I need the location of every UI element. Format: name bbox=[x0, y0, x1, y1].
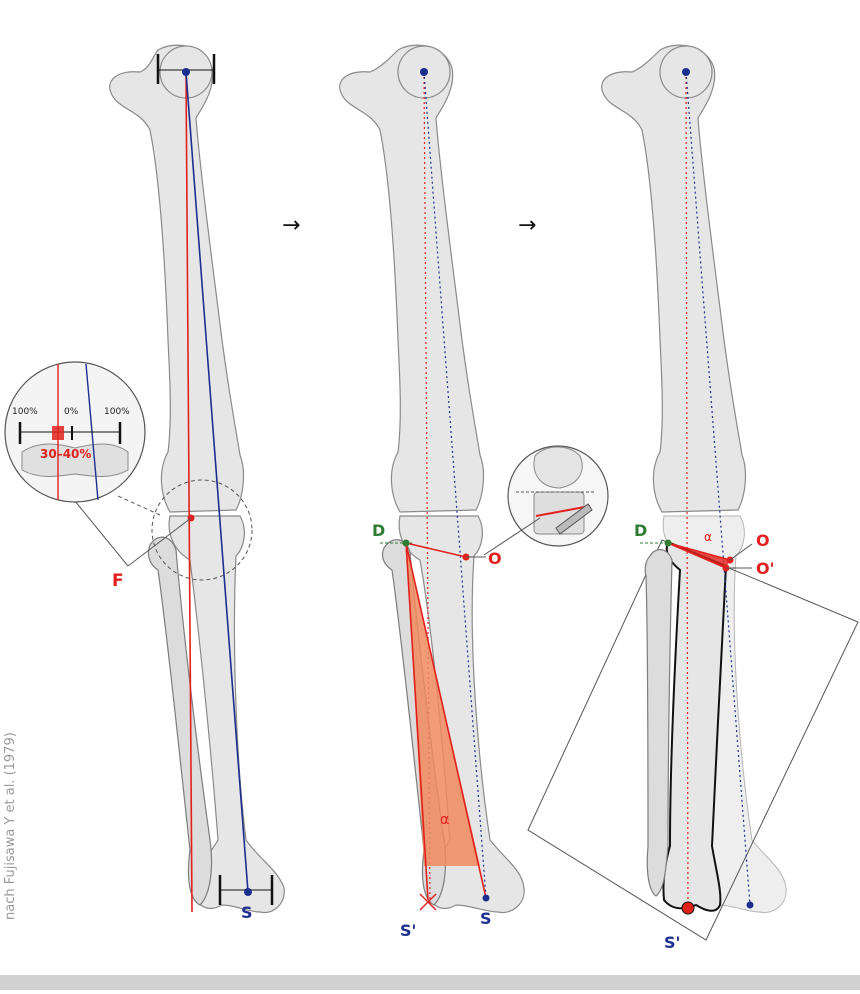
panel-3-corrected-alignment: D α O O' S' bbox=[527, 44, 859, 952]
osteotomy-line-O-prime bbox=[667, 542, 727, 569]
label-alpha-3: α bbox=[704, 530, 712, 544]
fibula-1 bbox=[147, 536, 213, 906]
label-O-2: O bbox=[488, 549, 502, 568]
inset-right-pct: 100% bbox=[104, 407, 130, 417]
label-D-3: D bbox=[634, 521, 647, 540]
mechanical-axis-line bbox=[185, 71, 249, 893]
leader-F-inset bbox=[69, 494, 129, 567]
panel-2-osteotomy-planning: D O α S' S bbox=[339, 44, 609, 940]
inset-2-connector bbox=[483, 517, 541, 556]
inset-2-cut-line bbox=[535, 505, 591, 517]
ankle-point-S-prime-3 bbox=[681, 901, 695, 915]
label-S-prime-3: S' bbox=[664, 933, 680, 952]
label-F: F bbox=[112, 571, 124, 591]
bottom-strip bbox=[0, 975, 860, 990]
hinge-point-D-3 bbox=[664, 539, 672, 547]
inset-left-pct: 100% bbox=[12, 407, 38, 417]
rotation-frame bbox=[527, 539, 859, 941]
osteotomy-line-O bbox=[667, 542, 731, 561]
inset-range-box bbox=[52, 426, 64, 440]
s-prime-cross-b bbox=[419, 893, 437, 911]
hip-center-point-1 bbox=[182, 68, 190, 76]
inset-2-saw-blade bbox=[555, 503, 593, 535]
tibia-3-corrected bbox=[662, 540, 728, 912]
hinge-point-D bbox=[402, 539, 410, 547]
osteotomy-line-2 bbox=[405, 542, 467, 558]
ankle-point-S-1 bbox=[244, 888, 252, 896]
label-S-2: S bbox=[480, 909, 492, 928]
panel-1-initial-alignment: F S 100% 0% 100% 30–40% bbox=[4, 44, 285, 922]
inset-range-label: 30–40% bbox=[40, 447, 91, 461]
planned-axis-line bbox=[185, 71, 193, 913]
label-D-2: D bbox=[372, 521, 385, 540]
ankle-point-original-3 bbox=[746, 901, 754, 909]
mechanical-axis-dotted-3 bbox=[685, 71, 751, 906]
zoom-connector bbox=[117, 495, 161, 516]
inset-2-femur bbox=[533, 446, 583, 489]
label-O-3: O bbox=[756, 531, 770, 550]
tibia-1 bbox=[168, 515, 285, 914]
inset-tibia-plateau bbox=[21, 443, 129, 477]
hip-center-point-2 bbox=[420, 68, 428, 76]
ankle-point-S-2 bbox=[482, 894, 490, 902]
hip-center-point-3 bbox=[682, 68, 690, 76]
wedge-edge-S bbox=[405, 542, 487, 899]
label-O-prime-3: O' bbox=[756, 559, 775, 578]
panel-2-inset bbox=[483, 445, 609, 556]
arrow-2: → bbox=[518, 213, 536, 238]
mechanical-axis-dotted-2 bbox=[423, 71, 487, 899]
inset-magnifier: 100% 0% 100% 30–40% bbox=[4, 361, 146, 503]
label-S-prime-2: S' bbox=[400, 921, 416, 940]
leader-O-3 bbox=[729, 543, 753, 561]
fibula-3 bbox=[644, 549, 673, 897]
wedge-edge-S-prime bbox=[405, 542, 429, 901]
planned-axis-dotted-2 bbox=[423, 71, 431, 906]
side-caption: nach Fujisawa Y et al. (1979) bbox=[3, 732, 18, 920]
leader-F bbox=[127, 517, 192, 567]
knee-zoom-circle bbox=[151, 479, 253, 581]
arrow-1: → bbox=[282, 213, 300, 238]
label-S-1: S bbox=[241, 903, 253, 922]
label-alpha-2: α bbox=[440, 812, 449, 828]
femur-2 bbox=[339, 44, 485, 513]
inset-center-pct: 0% bbox=[64, 407, 79, 417]
planned-axis-dotted-3 bbox=[685, 71, 689, 909]
femur-3 bbox=[601, 44, 747, 513]
